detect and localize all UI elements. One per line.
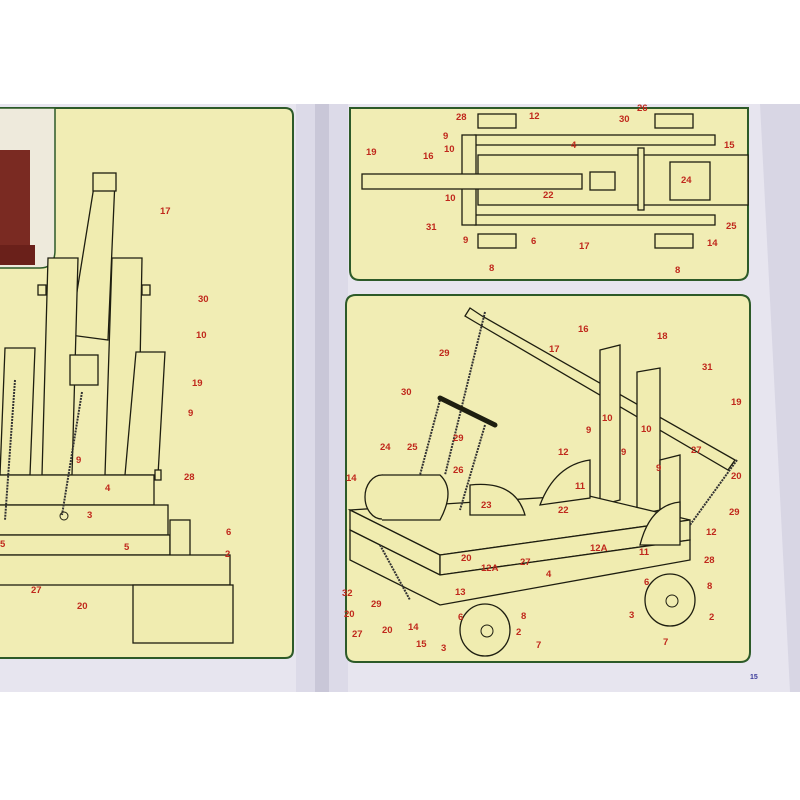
part-callout-31: 31 <box>426 222 437 233</box>
part-callout-17: 17 <box>549 344 560 355</box>
part-callout-10: 10 <box>641 424 652 435</box>
part-callout-15: 15 <box>416 639 427 650</box>
part-callout-28: 28 <box>184 472 195 483</box>
part-callout-17: 17 <box>160 206 171 217</box>
part-callout-9: 9 <box>443 131 448 142</box>
part-callout-10: 10 <box>445 193 456 204</box>
part-callout-16: 16 <box>578 324 589 335</box>
part-callout-6: 6 <box>226 527 231 538</box>
part-callout-18: 18 <box>657 331 668 342</box>
part-callout-9: 9 <box>621 447 626 458</box>
part-callout-27: 27 <box>352 629 363 640</box>
part-callout-12A: 12A <box>590 543 608 554</box>
part-callout-20: 20 <box>77 601 88 612</box>
part-callout-9: 9 <box>76 455 81 466</box>
part-callout-14: 14 <box>346 473 357 484</box>
part-callout-25: 25 <box>407 442 418 453</box>
part-callout-30: 30 <box>198 294 209 305</box>
part-callout-24: 24 <box>380 442 391 453</box>
part-callout-22: 22 <box>558 505 569 516</box>
part-callout-12: 12 <box>706 527 717 538</box>
part-callout-27: 27 <box>520 557 531 568</box>
part-callout-7: 7 <box>536 640 541 651</box>
part-callout-10: 10 <box>444 144 455 155</box>
part-callout-20: 20 <box>344 609 355 620</box>
part-callout-12A: 12A <box>481 563 499 574</box>
part-callout-6: 6 <box>644 577 649 588</box>
part-callout-20: 20 <box>382 625 393 636</box>
page-number: 15 <box>750 674 758 681</box>
part-callout-19: 19 <box>192 378 203 389</box>
part-callout-11: 11 <box>639 547 650 558</box>
part-callout-10: 10 <box>602 413 613 424</box>
part-callout-6: 6 <box>531 236 536 247</box>
part-callout-20: 20 <box>731 471 742 482</box>
part-callout-8: 8 <box>521 611 526 622</box>
part-callout-9: 9 <box>656 463 661 474</box>
part-callout-6: 6 <box>458 612 463 623</box>
bottom-panel-3d-view <box>345 294 751 663</box>
part-callout-11: 11 <box>575 481 586 492</box>
part-callout-20: 20 <box>461 553 472 564</box>
top-panel-plan-view <box>349 107 749 281</box>
part-callout-22: 22 <box>543 190 554 201</box>
part-callout-28: 28 <box>456 112 467 123</box>
part-callout-4: 4 <box>546 569 552 580</box>
part-callout-19: 19 <box>731 397 742 408</box>
part-callout-12: 12 <box>529 111 540 122</box>
part-callout-9: 9 <box>188 408 193 419</box>
part-callout-15: 15 <box>724 140 735 151</box>
part-callout-16: 16 <box>423 151 434 162</box>
part-callout-2: 2 <box>225 549 230 560</box>
part-callout-23: 23 <box>481 500 492 511</box>
part-callout-4: 4 <box>571 140 577 151</box>
part-callout-8: 8 <box>707 581 712 592</box>
part-callout-9: 9 <box>586 425 591 436</box>
left-panel-front-view <box>0 107 294 659</box>
photo-inset-model <box>0 150 30 260</box>
part-callout-3: 3 <box>629 610 634 621</box>
part-callout-4: 4 <box>105 483 111 494</box>
part-callout-13: 13 <box>455 587 466 598</box>
part-callout-25: 25 <box>726 221 737 232</box>
part-callout-12: 12 <box>558 447 569 458</box>
part-callout-32: 32 <box>342 588 353 599</box>
part-callout-30: 30 <box>619 114 630 125</box>
part-callout-17: 17 <box>579 241 590 252</box>
part-callout-3: 3 <box>441 643 446 654</box>
part-callout-27: 27 <box>691 445 702 456</box>
part-callout-24: 24 <box>681 175 692 186</box>
front-wheel <box>459 603 511 657</box>
part-callout-9: 9 <box>463 235 468 246</box>
part-callout-7: 7 <box>663 637 668 648</box>
part-callout-14: 14 <box>707 238 718 249</box>
part-callout-29: 29 <box>439 348 450 359</box>
part-callout-26: 26 <box>453 465 464 476</box>
part-callout-29: 29 <box>371 599 382 610</box>
part-callout-2: 2 <box>709 612 714 623</box>
part-callout-29: 29 <box>729 507 740 518</box>
part-callout-29: 29 <box>453 433 464 444</box>
part-callout-5: 5 <box>124 542 130 553</box>
part-callout-8: 8 <box>489 263 494 274</box>
part-callout-14: 14 <box>408 622 419 633</box>
part-callout-10: 10 <box>196 330 207 341</box>
part-callout-5: 5 <box>0 539 6 550</box>
part-callout-8: 8 <box>675 265 680 276</box>
part-callout-26: 26 <box>637 103 648 114</box>
rear-wheel <box>644 573 696 627</box>
part-callout-2: 2 <box>516 627 521 638</box>
part-callout-28: 28 <box>704 555 715 566</box>
part-callout-19: 19 <box>366 147 377 158</box>
part-callout-3: 3 <box>87 510 92 521</box>
part-callout-27: 27 <box>31 585 42 596</box>
part-callout-30: 30 <box>401 387 412 398</box>
part-callout-31: 31 <box>702 362 713 373</box>
